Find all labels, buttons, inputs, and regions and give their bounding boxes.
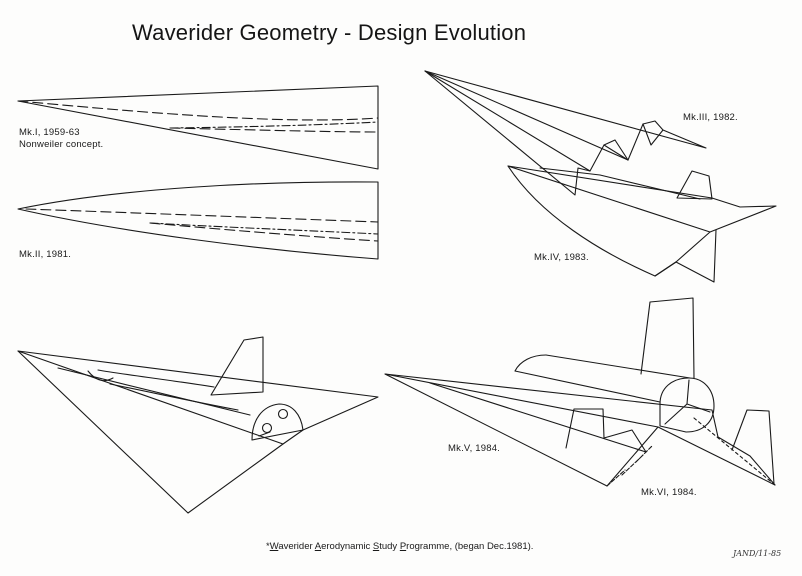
mk1-label: Mk.I, 1959-63 xyxy=(19,127,80,138)
footnote-initial-w: W xyxy=(269,541,279,552)
footnote: *Waverider Aerodynamic Study Programme, … xyxy=(266,541,533,552)
mk3-label: Mk.III, 1982. xyxy=(683,112,738,123)
mk2-drawing xyxy=(17,181,379,260)
signature: JAND/11-85 xyxy=(733,549,782,558)
footnote-text-1: averider xyxy=(278,541,315,552)
footnote-text-4: rogramme, (began Dec.1981). xyxy=(406,541,534,552)
mk4-drawing xyxy=(507,165,777,283)
mk1-subtitle: Nonweiler concept. xyxy=(19,139,104,150)
footnote-text-3: tudy xyxy=(379,541,400,552)
footnote-initial-s: S xyxy=(372,541,380,552)
mk5-label: Mk.V, 1984. xyxy=(448,443,501,454)
diagram-title: Waverider Geometry - Design Evolution xyxy=(132,20,527,45)
mk3-drawing xyxy=(424,70,707,196)
footnote-bullet: * xyxy=(266,541,270,552)
footnote-text-2: erodynamic xyxy=(321,541,373,552)
mk1-drawing xyxy=(17,85,379,170)
mk4-label: Mk.IV, 1983. xyxy=(534,252,589,263)
mk6-drawing xyxy=(384,297,776,487)
mk2-label: Mk.II, 1981. xyxy=(19,249,72,260)
mk5-drawing xyxy=(17,336,379,514)
mk6-label: Mk.VI, 1984. xyxy=(641,487,697,498)
footnote-initial-p: P xyxy=(399,541,407,552)
footnote-initial-a: A xyxy=(314,541,322,552)
